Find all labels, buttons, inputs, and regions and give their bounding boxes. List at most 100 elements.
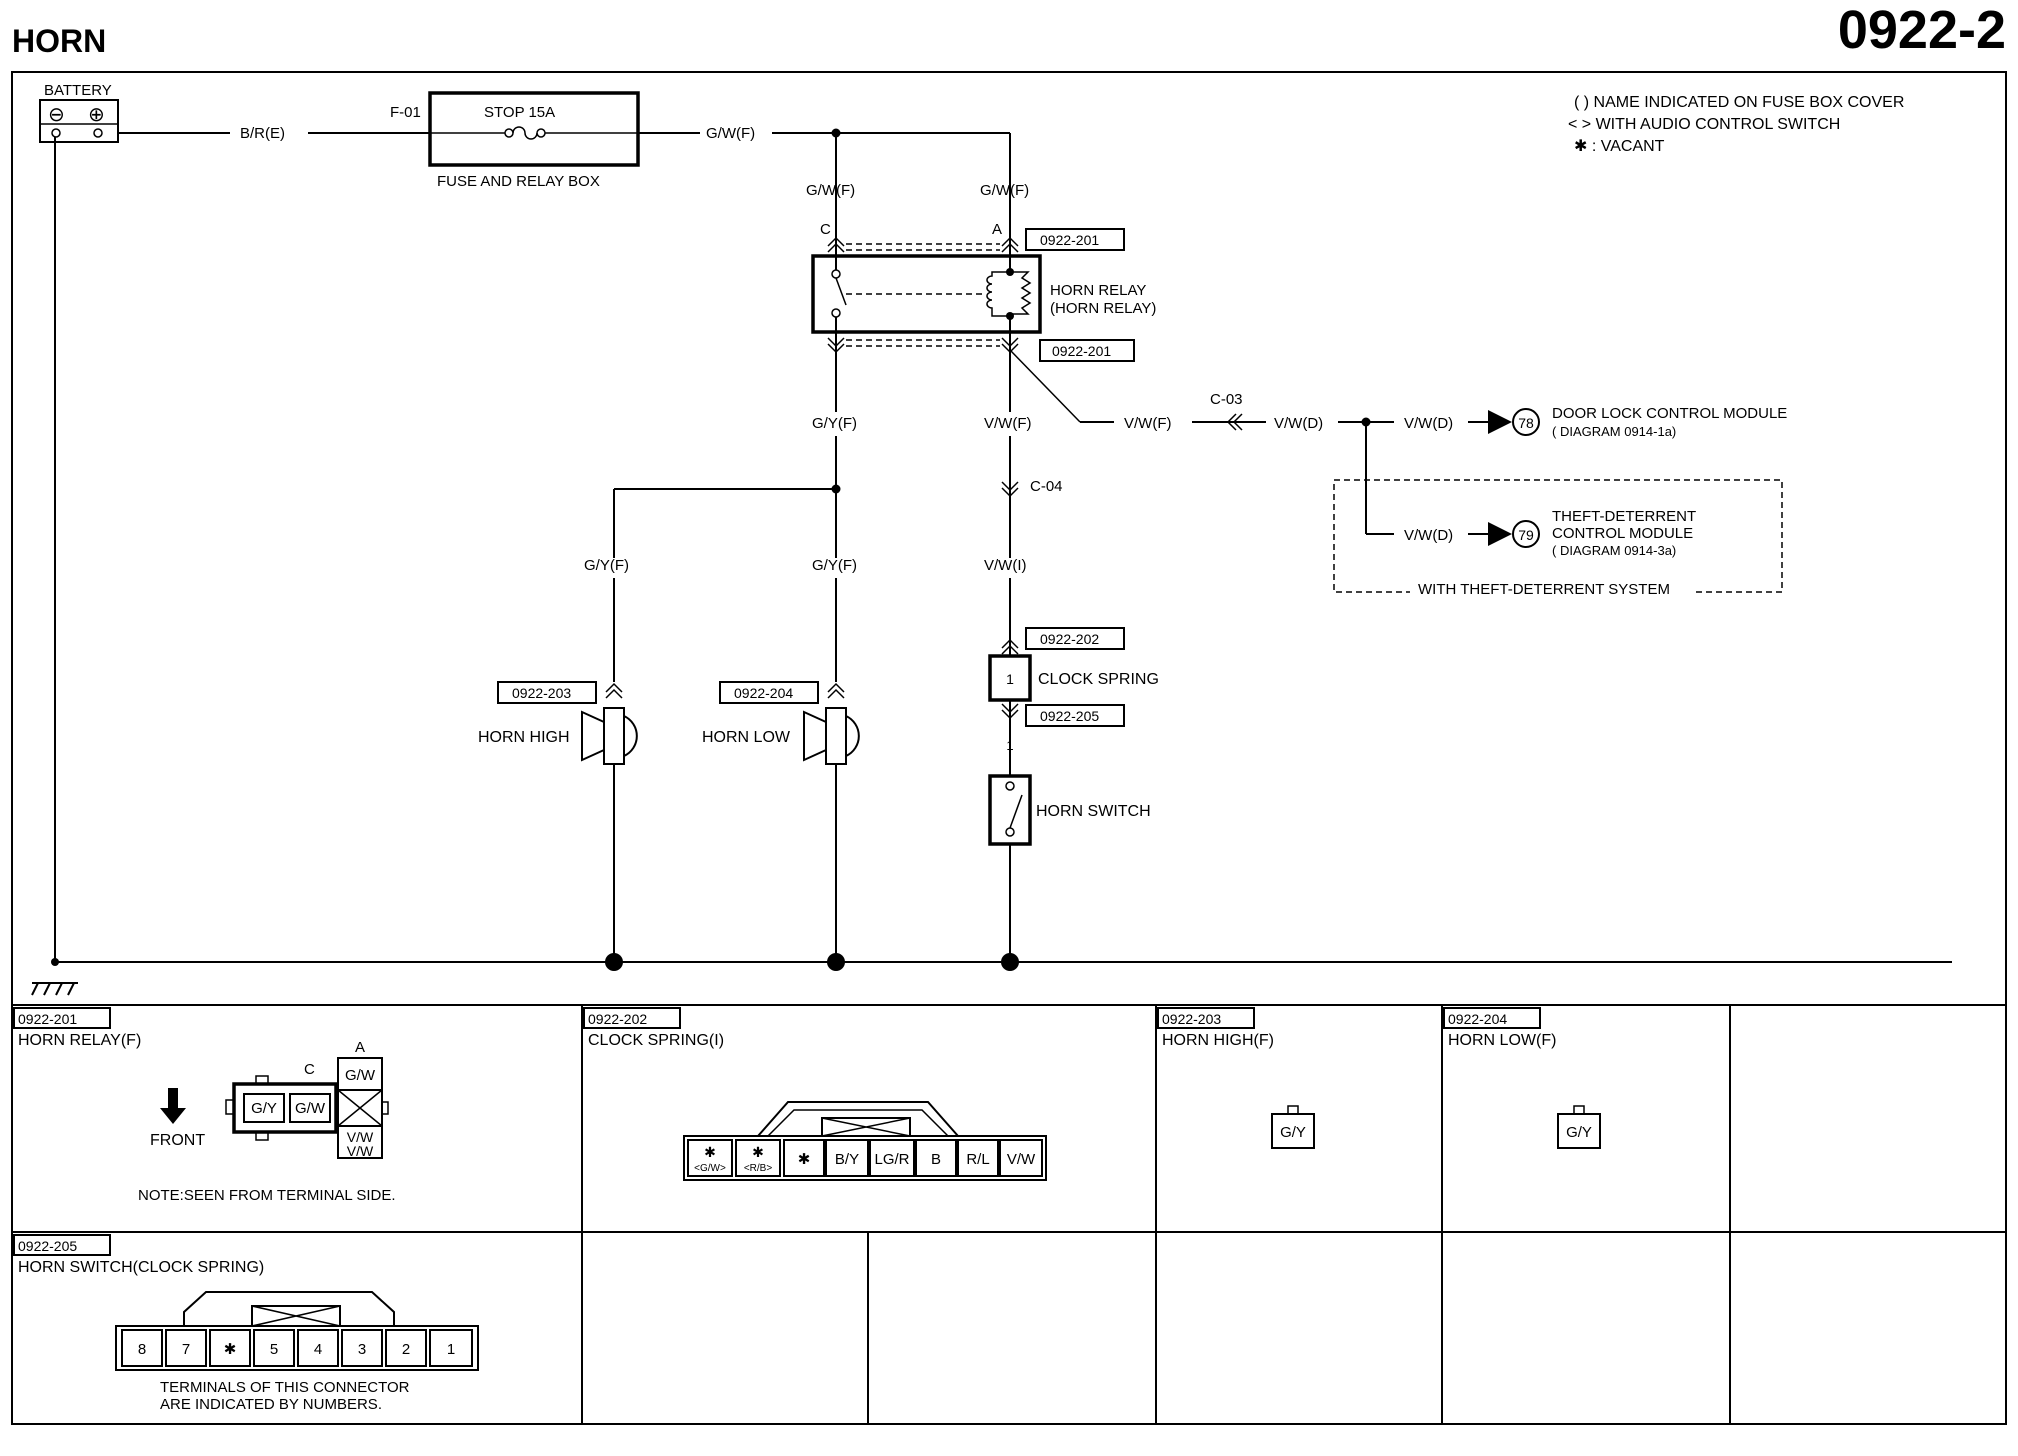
panel-205-cell-6: 3 xyxy=(358,1341,366,1358)
connector-c04-icon xyxy=(1001,481,1019,498)
panel-204-id: 0922-204 xyxy=(1448,1011,1507,1027)
horn-low-connector-shape xyxy=(1557,1113,1601,1149)
horn-low-icon xyxy=(803,707,860,765)
panel-202-cell-1: ✱ xyxy=(704,1144,716,1160)
wire-label-vw-relay: V/W(F) xyxy=(984,415,1031,432)
fuse-icon xyxy=(430,126,638,140)
connector-tag-clock-bottom xyxy=(1025,704,1125,727)
horn-high-icon xyxy=(581,707,638,765)
horn-relay-name-alt: (HORN RELAY) xyxy=(1050,300,1156,317)
panel-202-cell-3: ✱ xyxy=(798,1151,811,1168)
panel-204-title: HORN LOW(F) xyxy=(1448,1032,1556,1049)
wire-label-vw-d-door: V/W(D) xyxy=(1404,415,1453,432)
connector-tag-horn-high xyxy=(497,681,597,704)
relay-terminal-c: C xyxy=(820,221,831,238)
theft-arrow-icon xyxy=(1488,522,1512,546)
horn-switch-body xyxy=(988,774,1032,846)
panel-202-cell-8: V/W xyxy=(1007,1151,1036,1168)
wire-label-br-e: B/R(E) xyxy=(240,125,285,142)
panel-201-cell-2: G/W xyxy=(295,1100,326,1117)
diagram-number: 0922-2 xyxy=(1838,0,2006,60)
panel-205-cell-5: 4 xyxy=(314,1341,322,1358)
battery-positive-icon: ⊕ xyxy=(88,104,105,126)
panel-205-note-2: ARE INDICATED BY NUMBERS. xyxy=(160,1396,382,1413)
theft-module-name-2: CONTROL MODULE xyxy=(1552,525,1693,542)
clock-spring-connector-shape xyxy=(757,1101,959,1137)
page-title: HORN xyxy=(12,23,106,59)
theft-module-diagram: ( DIAGRAM 0914-3a) xyxy=(1552,543,1676,558)
connector-label-horn-low: 0922-204 xyxy=(734,685,793,701)
panel-202-cell-7: R/L xyxy=(966,1151,989,1168)
panel-201-pin-c: C xyxy=(304,1061,315,1078)
battery-label: BATTERY xyxy=(44,82,112,99)
wire-label-gy-low: G/Y(F) xyxy=(812,557,857,574)
panel-202-cell-6: B xyxy=(931,1151,941,1168)
panel-203-title: HORN HIGH(F) xyxy=(1162,1032,1274,1049)
relay-terminal-a: A xyxy=(992,221,1002,238)
panel-205-cell-1: 8 xyxy=(138,1341,146,1358)
panel-201-cell-3: G/W xyxy=(345,1067,376,1084)
legend-line-3: ✱ : VACANT xyxy=(1574,138,1665,155)
horn-switch-pin: 1 xyxy=(1006,738,1013,753)
horn-high-label: HORN HIGH xyxy=(478,729,570,746)
connector-label-clock-top: 0922-202 xyxy=(1040,631,1099,647)
fuse-relay-box xyxy=(428,91,640,167)
panel-202-id: 0922-202 xyxy=(588,1011,647,1027)
fuse-name: STOP 15A xyxy=(484,104,555,121)
horn-low-label: HORN LOW xyxy=(702,729,791,746)
wire-label-gw-f-out: G/W(F) xyxy=(706,125,755,142)
wire-label-vw-d-theft: V/W(D) xyxy=(1404,527,1453,544)
ground-icon xyxy=(31,982,78,996)
theft-group-label: WITH THEFT-DETERRENT SYSTEM xyxy=(1418,581,1670,598)
connector-label-relay-top: 0922-201 xyxy=(1040,232,1099,248)
connector-label-horn-high: 0922-203 xyxy=(512,685,571,701)
legend-line-1: ( ) NAME INDICATED ON FUSE BOX COVER xyxy=(1574,94,1904,111)
panel-202-sub-1: <G/W> xyxy=(694,1163,726,1174)
panel-203-id: 0922-203 xyxy=(1162,1011,1221,1027)
horn-switch-label: HORN SWITCH xyxy=(1036,803,1151,820)
horn-switch-connector-shape xyxy=(183,1291,395,1326)
connector-c03-icon xyxy=(1226,413,1243,431)
connector-label-relay-bottom: 0922-201 xyxy=(1052,343,1111,359)
battery-negative-icon: ⊖ xyxy=(48,104,65,126)
connector-tag-clock-top xyxy=(1025,627,1125,650)
diagram-frame xyxy=(11,71,2007,1425)
horn-high-connector-shape xyxy=(1271,1113,1315,1149)
panel-205-cell-7: 2 xyxy=(402,1341,410,1358)
theft-module-name-1: THEFT-DETERRENT xyxy=(1552,508,1696,525)
wire-label-gw-c: G/W(F) xyxy=(806,182,855,199)
panel-205-title: HORN SWITCH(CLOCK SPRING) xyxy=(18,1259,264,1276)
connector-c04-label: C-04 xyxy=(1030,478,1063,495)
panel-201-front: FRONT xyxy=(150,1132,205,1149)
door-lock-ref: 78 xyxy=(1518,415,1534,431)
horn-relay-name: HORN RELAY xyxy=(1050,282,1146,299)
connector-tag-relay-bottom xyxy=(1039,339,1135,362)
connector-tag-relay-top xyxy=(1025,228,1125,251)
panel-201-title: HORN RELAY(F) xyxy=(18,1032,141,1049)
wire-label-vw-d: V/W(D) xyxy=(1274,415,1323,432)
wire-label-gw-a: G/W(F) xyxy=(980,182,1029,199)
fuse-box-label: FUSE AND RELAY BOX xyxy=(437,173,600,190)
clock-spring-label: CLOCK SPRING xyxy=(1038,671,1159,688)
panel-205-cell-8: 1 xyxy=(447,1341,455,1358)
wire-label-gy-high: G/Y(F) xyxy=(584,557,629,574)
clock-spring-pin: 1 xyxy=(1006,671,1014,687)
panel-205-id: 0922-205 xyxy=(18,1238,77,1254)
panel-204-cell: G/Y xyxy=(1566,1124,1592,1141)
door-lock-module-diagram: ( DIAGRAM 0914-1a) xyxy=(1552,424,1676,439)
panel-205-cell-2: 7 xyxy=(182,1341,190,1358)
panel-201-cell-5: V/W xyxy=(347,1143,374,1159)
wire-label-vw-i: V/W(I) xyxy=(984,557,1027,574)
panel-202-cell-4: B/Y xyxy=(835,1151,859,1168)
panel-202-cell-2: ✱ xyxy=(752,1144,764,1160)
wire-label-vw-f-c03: V/W(F) xyxy=(1124,415,1171,432)
connector-tag-horn-low xyxy=(719,681,819,704)
front-arrow-icon xyxy=(160,1088,186,1124)
panel-205-cell-4: 5 xyxy=(270,1341,278,1358)
connector-panels xyxy=(12,1005,2006,1424)
panel-202-title: CLOCK SPRING(I) xyxy=(588,1032,724,1049)
panel-205-cell-3: ✱ xyxy=(224,1341,237,1358)
panel-202-cell-5: LG/R xyxy=(874,1151,909,1168)
panel-201-cell-1: G/Y xyxy=(251,1100,277,1117)
